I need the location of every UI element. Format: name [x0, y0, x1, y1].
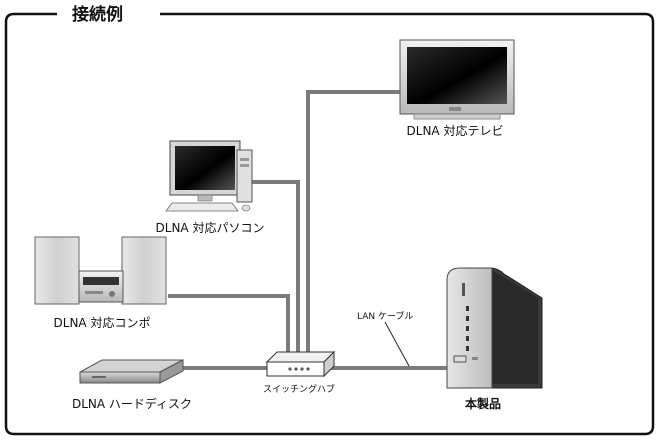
frame	[4, 12, 655, 436]
product-label: 本製品	[465, 396, 501, 411]
tv-icon	[399, 39, 515, 120]
audio-icon	[34, 236, 167, 305]
pc-label: DLNA 対応パソコン	[156, 221, 265, 235]
audio-label: DLNA 対応コンポ	[54, 316, 151, 330]
lan-cable-label: LAN ケーブル	[357, 310, 413, 322]
hub-label: スイッチングハブ	[263, 383, 335, 395]
hdd-icon	[79, 359, 184, 384]
tv-label: DLNA 対応テレビ	[407, 124, 504, 138]
hdd-label: DLNA ハードディスク	[72, 396, 192, 411]
lan-cables	[168, 90, 448, 370]
cable-label-pointer	[384, 321, 410, 367]
switching-hub-icon	[265, 350, 336, 378]
product-icon	[446, 267, 543, 389]
pc-icon	[165, 140, 253, 212]
diagram-title: 接続例	[72, 4, 123, 25]
